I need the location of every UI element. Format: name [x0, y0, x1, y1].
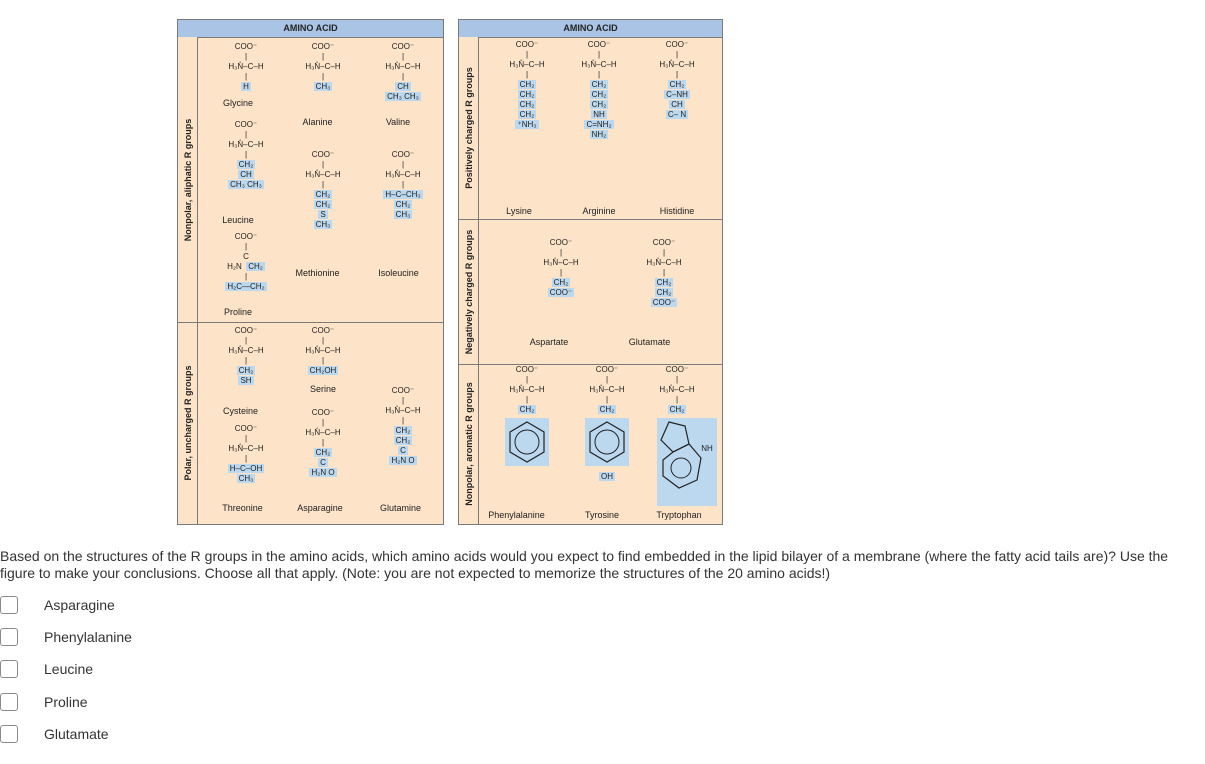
tryptophan-name: Tryptophan [656, 510, 702, 520]
alanine-name: Alanine [302, 117, 333, 127]
option-leucine[interactable]: Leucine [0, 658, 300, 680]
arginine-name: Arginine [582, 206, 616, 216]
left-divider [178, 322, 443, 323]
glutamine-structure: COO⁻| H₃N̊–C–H| CH₂ CH₂ C H₂N O [385, 386, 421, 465]
tryptophan-ring [657, 418, 717, 506]
nonpolar-aliphatic-label: Nonpolar, aliphatic R groups [178, 37, 198, 322]
option-label-proline: Proline [44, 694, 88, 710]
amino-acid-figure: AMINO ACID Nonpolar, aliphatic R groups … [177, 19, 723, 525]
right-panel-header: AMINO ACID [459, 20, 722, 38]
option-label-phenylalanine: Phenylalanine [44, 629, 132, 645]
option-proline[interactable]: Proline [0, 691, 300, 713]
alanine-structure: COO⁻| H₃N̊–C–H| CH₃ [305, 42, 341, 91]
lysine-name: Lysine [506, 206, 532, 216]
tyrosine-ring [585, 418, 629, 466]
tyrosine-name: Tyrosine [584, 510, 619, 520]
glycine-name: Glycine [222, 98, 253, 108]
option-label-leucine: Leucine [44, 661, 94, 677]
threonine-name: Threonine [222, 503, 263, 513]
right-divider-1 [459, 219, 722, 220]
right-divider-2 [459, 364, 722, 365]
glutamate-structure: COO⁻| H₃N̊–C–H| CH₂ CH₂ COO⁻ [646, 238, 682, 307]
phenylalanine-ring [505, 418, 549, 466]
phenylalanine-structure: COO⁻| H₃N̊–C–H| CH₂ [509, 365, 545, 414]
tyrosine-structure: COO⁻| H₃N̊–C–H| CH₂ [589, 365, 625, 414]
tryptophan-structure: COO⁻| H₃N̊–C–H| CH₂ [659, 365, 695, 414]
asparagine-name: Asparagine [297, 503, 343, 513]
cysteine-name: Cysteine [222, 406, 258, 416]
valine-structure: COO⁻| H₃N̊–C–H| CH CH₃ CH₃ [385, 42, 421, 101]
glutamate-name: Glutamate [628, 337, 671, 347]
histidine-structure: COO⁻| H₃N̊–C–H| CH₂ C–NH CH C– N [659, 40, 695, 119]
glutamine-name: Glutamine [379, 503, 422, 513]
option-label-asparagine: Asparagine [44, 597, 115, 613]
glycine-structure: COO⁻| H₃N̊–C–H| H [228, 42, 264, 91]
phenylalanine-name: Phenylalanine [488, 510, 545, 520]
lysine-structure: COO⁻| H₃N̊–C–H| CH₂ CH₂ CH₂ CH₂ ⁺NH₃ [509, 40, 545, 129]
asparagine-structure: COO⁻| H₃N̊–C–H| CH₂ C H₂N O [305, 408, 341, 477]
negatively-charged-label: Negatively charged R groups [459, 219, 479, 364]
nonpolar-aromatic-label: Nonpolar, aromatic R groups [459, 364, 479, 524]
isoleucine-name: Isoleucine [378, 268, 419, 278]
arginine-structure: COO⁻| H₃N̊–C–H| CH₂ CH₂ CH₂ NH C=NH₂ NH₂ [581, 40, 617, 139]
option-phenylalanine[interactable]: Phenylalanine [0, 626, 300, 648]
leucine-name: Leucine [222, 215, 254, 225]
option-glutamate[interactable]: Glutamate [0, 723, 300, 745]
right-panel: AMINO ACID Positively charged R groups N… [458, 19, 723, 525]
isoleucine-structure: COO⁻| H₃N̊–C–H| H–C–CH₃ CH₂ CH₃ [383, 150, 423, 219]
serine-name: Serine [309, 384, 336, 394]
threonine-structure: COO⁻| H₃N̊–C–H| H–C–OH CH₃ [227, 424, 265, 483]
methionine-name: Methionine [295, 268, 340, 278]
checkbox-phenylalanine[interactable] [0, 628, 18, 646]
valine-name: Valine [385, 117, 411, 127]
checkbox-proline[interactable] [0, 693, 18, 711]
polar-uncharged-label: Polar, uncharged R groups [178, 322, 198, 524]
tyrosine-oh: OH [599, 472, 615, 481]
option-asparagine[interactable]: Asparagine [0, 594, 300, 616]
positively-charged-label: Positively charged R groups [459, 37, 479, 219]
checkbox-asparagine[interactable] [0, 596, 18, 614]
proline-structure: COO⁻| C H₂N CH₂ | H₂C—CH₂ [225, 232, 267, 291]
tryptophan-nh: NH [699, 444, 715, 453]
leucine-structure: COO⁻| H₃N̊–C–H| CH₂ CH CH₃ CH₃ [228, 120, 264, 189]
methionine-structure: COO⁻| H₃N̊–C–H| CH₂ CH₂ S CH₃ [305, 150, 341, 229]
proline-name: Proline [223, 307, 252, 317]
left-panel: AMINO ACID Nonpolar, aliphatic R groups … [177, 19, 444, 525]
histidine-name: Histidine [659, 206, 695, 216]
cysteine-structure: COO⁻| H₃N̊–C–H| CH₂ SH [228, 326, 264, 385]
left-panel-header: AMINO ACID [178, 20, 443, 38]
option-label-glutamate: Glutamate [44, 726, 109, 742]
aspartate-structure: COO⁻| H₃N̊–C–H| CH₂ COO⁻ [543, 238, 579, 297]
aspartate-name: Aspartate [529, 337, 569, 347]
serine-structure: COO⁻| H₃N̊–C–H| CH₂OH [305, 326, 341, 375]
question-text: Based on the structures of the R groups … [0, 548, 1169, 581]
checkbox-leucine[interactable] [0, 660, 18, 678]
checkbox-glutamate[interactable] [0, 725, 18, 743]
